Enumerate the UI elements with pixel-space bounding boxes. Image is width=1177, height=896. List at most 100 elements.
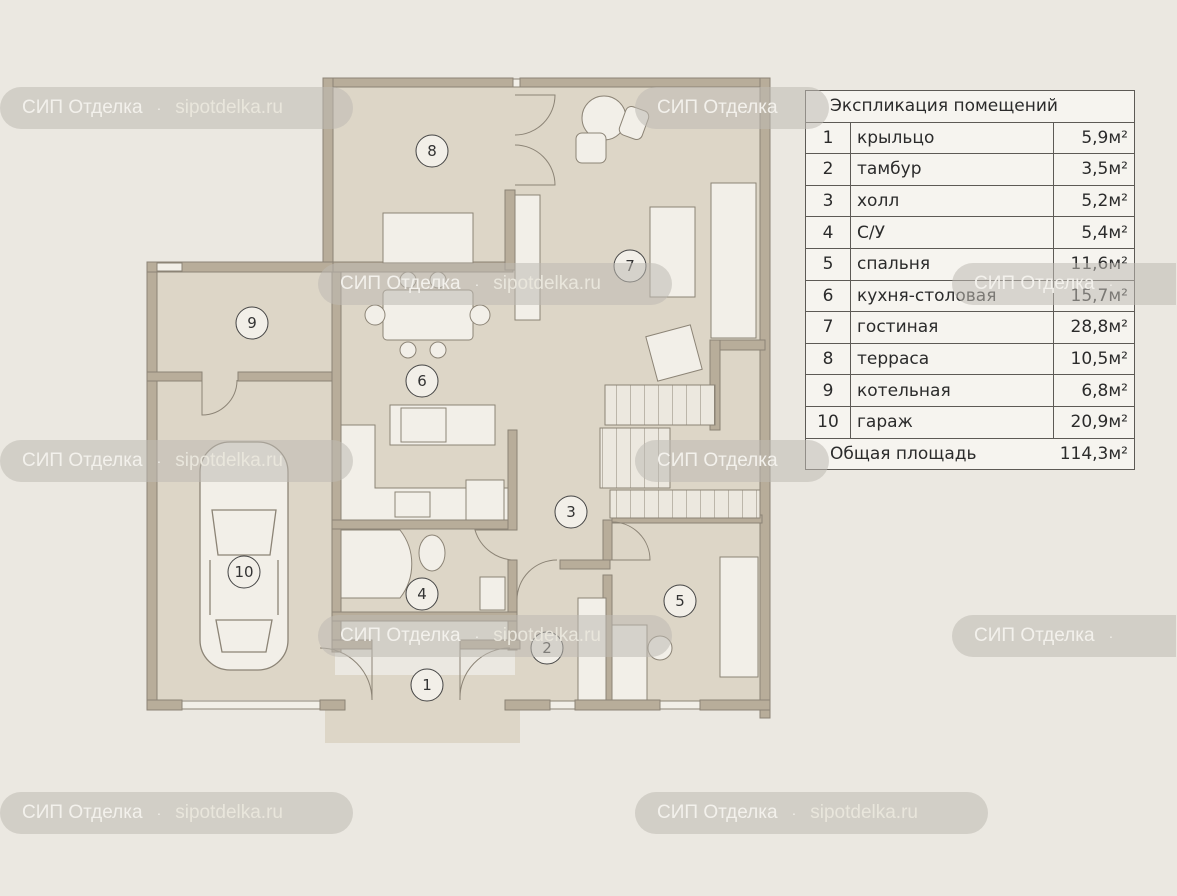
room-num: 2: [805, 153, 851, 186]
room-area: 5,2м²: [1053, 184, 1135, 218]
room-num: 7: [805, 311, 851, 344]
shower: [340, 529, 413, 599]
room-name: крыльцо: [849, 121, 1055, 155]
window: [549, 700, 576, 710]
room-num: 4: [805, 216, 851, 249]
watermark: СИП Отделка: [635, 440, 829, 482]
garage-gate: [181, 700, 321, 710]
wall: [507, 429, 518, 531]
room-number: 3: [566, 503, 576, 521]
watermark-dot: ·: [1108, 276, 1114, 292]
watermark-dot: ·: [1108, 628, 1114, 644]
room-number: 9: [247, 314, 257, 332]
watermark-url: sipotdelka.ru: [175, 97, 283, 118]
watermark-url: sipotdelka.ru: [175, 450, 283, 471]
watermark-dot: ·: [156, 805, 162, 821]
watermark-dot: ·: [474, 628, 480, 644]
chair: [469, 304, 491, 326]
wall: [237, 371, 339, 382]
room-num: 9: [805, 374, 851, 407]
chair: [429, 341, 447, 359]
watermark-brand: СИП Отделка: [22, 97, 143, 118]
watermark-brand: СИП Отделка: [657, 802, 778, 823]
watermark-dot: ·: [156, 100, 162, 116]
wall: [574, 699, 661, 711]
wall: [146, 371, 203, 382]
watermark: СИП Отделка · sipotdelka.ru: [635, 792, 988, 834]
door-swing: [514, 144, 556, 186]
wall: [146, 261, 158, 711]
toilet: [418, 534, 446, 572]
watermark: СИП Отделка · sipotdelka.ru: [0, 440, 353, 482]
chair: [364, 304, 386, 326]
watermark-url: sipotdelka.ru: [810, 802, 918, 823]
room-area: 5,9м²: [1053, 121, 1135, 155]
washbasin: [479, 576, 506, 611]
bed: [719, 556, 759, 678]
room-name: терраса: [849, 342, 1055, 376]
door-swing: [514, 94, 556, 136]
room-number: 10: [234, 563, 253, 581]
door-swing: [201, 379, 238, 416]
watermark-dot: ·: [474, 276, 480, 292]
legend-title: Экспликация помещений: [805, 90, 1135, 123]
room-number: 4: [417, 585, 427, 603]
chair: [399, 341, 417, 359]
sofa: [710, 182, 757, 339]
watermark-brand: СИП Отделка: [974, 273, 1095, 294]
room-num: 3: [805, 184, 851, 218]
armchair: [645, 324, 703, 382]
room-name: гостиная: [849, 311, 1055, 344]
watermark-brand: СИП Отделка: [657, 450, 778, 471]
watermark-dot: ·: [156, 453, 162, 469]
room-num: 8: [805, 342, 851, 376]
terrace-table: [382, 212, 474, 264]
room-number: 8: [427, 142, 437, 160]
watermark-brand: СИП Отделка: [22, 450, 143, 471]
room-name: тамбур: [849, 153, 1055, 186]
watermark-brand: СИП Отделка: [974, 625, 1095, 646]
wall: [759, 77, 771, 719]
watermark: СИП Отделка: [635, 87, 829, 129]
wall: [146, 699, 183, 711]
watermark-brand: СИП Отделка: [657, 97, 778, 118]
room-area: 6,8м²: [1053, 374, 1135, 407]
room-num: 5: [805, 247, 851, 281]
legend-header-row: Экспликация помещений: [805, 90, 1135, 123]
watermark-brand: СИП Отделка: [22, 802, 143, 823]
room-number: 5: [675, 592, 685, 610]
legend-total-row: Общая площадь 114,3м²: [804, 437, 1135, 471]
room-area: 3,5м²: [1053, 153, 1135, 186]
watermark: СИП Отделка·sipotdelka.ru: [0, 792, 353, 834]
window: [512, 78, 521, 88]
room-area: 28,8м²: [1053, 311, 1135, 344]
watermark: СИП Отделка · sipotdelka.ru: [0, 87, 353, 129]
wall: [519, 77, 771, 88]
room-area: 5,4м²: [1053, 216, 1135, 249]
room-name: С/У: [849, 216, 1055, 249]
watermark: СИП Отделка·sipotdelka.ru: [318, 263, 672, 305]
wall: [504, 699, 551, 711]
watermark-brand: СИП Отделка: [340, 273, 461, 294]
fridge: [465, 479, 505, 521]
watermark-url: sipotdelka.ru: [493, 625, 601, 646]
door-swing: [516, 559, 558, 601]
windows: [156, 78, 701, 710]
room-num: 10: [805, 405, 851, 439]
cooktop: [400, 407, 447, 443]
window: [659, 700, 701, 710]
room-number: 1: [422, 676, 432, 694]
staircase: [599, 384, 761, 519]
wall: [331, 519, 518, 530]
room-area: 20,9м²: [1053, 405, 1135, 439]
watermark-dot: ·: [791, 805, 797, 821]
room-area: 10,5м²: [1053, 342, 1135, 376]
door-swing: [611, 521, 651, 561]
wall: [699, 699, 771, 711]
